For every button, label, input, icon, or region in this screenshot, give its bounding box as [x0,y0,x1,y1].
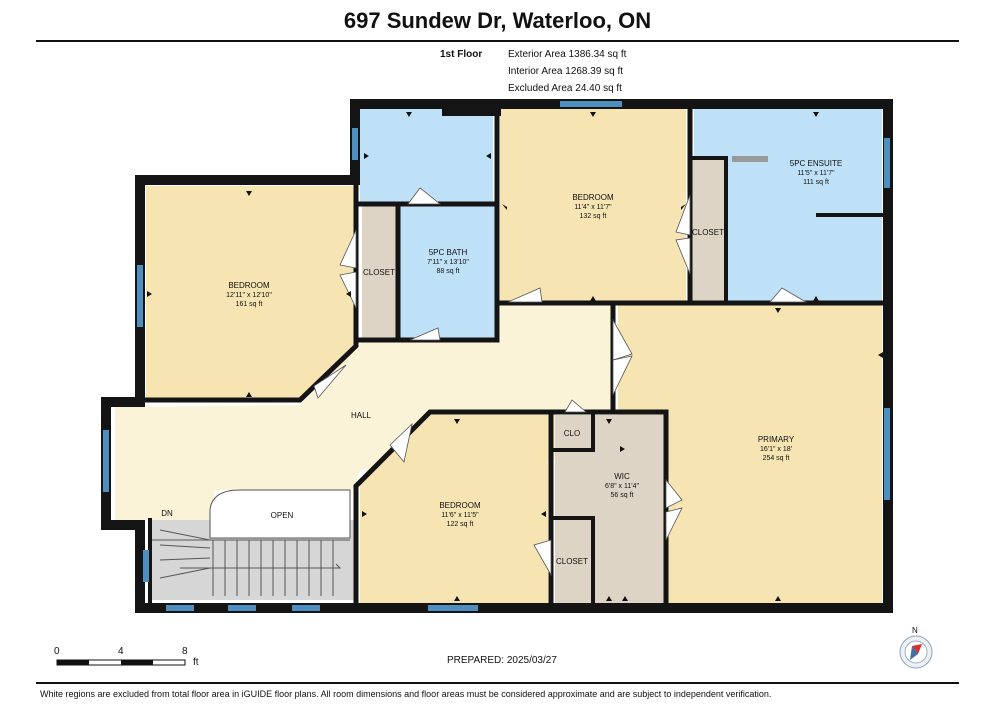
closet-3-fill [555,520,593,603]
exterior-area: Exterior Area 1386.34 sq ft [508,49,627,60]
bedroom-left-area: 161 sq ft [236,301,263,308]
bedroom-left-fill [146,186,355,398]
bedroom-bottom-area: 122 sq ft [447,521,474,528]
closet-1-label: CLOSET [363,268,395,277]
bath-fill [400,206,495,338]
doors [313,156,808,577]
bath-dims: 7'11" x 13'10" [427,259,469,266]
bedroom-left-name: BEDROOM [228,281,270,290]
primary-area: 254 sq ft [763,455,790,462]
wic-name: WIC [614,472,630,481]
down-stairs-label: DN [161,509,173,518]
room-labels: BEDROOM 12'11" x 12'10" 161 sq ft BEDROO… [161,159,842,566]
footer-divider [36,682,959,684]
footer-disclaimer: White regions are excluded from total fl… [40,689,772,699]
scale-tick-4: 4 [118,646,124,657]
interior-area: Interior Area 1268.39 sq ft [508,66,624,77]
wic-area: 56 sq ft [611,492,634,499]
scale-bar [56,659,186,666]
scale-tick-0: 0 [54,646,60,657]
hall-label: HALL [351,411,372,420]
wic-dims: 6'8" x 11'4" [605,483,639,490]
property-address-title: 697 Sundew Dr, Waterloo, ON [343,8,652,33]
bedroom-top-area: 132 sq ft [580,213,607,220]
bedroom-bottom-dims: 11'6" x 11'5" [441,512,479,519]
hall-fill [115,305,612,520]
closet-3-label: CLOSET [556,557,588,566]
windows [103,101,890,611]
stairs [150,529,350,596]
scale-unit: ft [193,657,199,668]
header-divider [36,40,959,42]
closet-2-fill [692,160,726,302]
excluded-area: Excluded Area 24.40 sq ft [508,83,622,94]
bedroom-left-dims: 12'11" x 12'10" [226,292,272,299]
closet-2-label: CLOSET [692,228,724,237]
open-area [209,489,351,539]
bath-area: 88 sq ft [437,268,460,275]
bedroom-top-fill [500,109,686,302]
room-fills [115,109,882,603]
primary-dims: 16'1" x 18' [760,446,792,453]
bedroom-bottom-fill [360,415,548,603]
primary-name: PRIMARY [758,435,795,444]
ensuite-dims: 11'5" x 11'7" [797,170,835,177]
compass-north-label: N [912,626,918,635]
closet-1-fill [362,206,396,338]
upper-bath-fill [360,109,493,202]
bedroom-top-name: BEDROOM [572,193,614,202]
floor-label: 1st Floor [440,49,483,60]
ensuite-area: 111 sq ft [803,179,829,186]
clo-fill [555,415,593,450]
compass-icon: N [899,626,933,669]
open-label: OPEN [271,511,294,520]
bedroom-bottom-name: BEDROOM [439,501,481,510]
bedroom-top-dims: 11'4" x 11'7" [574,204,612,211]
scale-tick-8: 8 [182,646,188,657]
clo-label: CLO [564,429,580,438]
prepared-date: PREPARED: 2025/03/27 [447,655,557,666]
ensuite-name: 5PC ENSUITE [790,159,842,168]
bath-name: 5PC BATH [429,248,468,257]
dimension-markers [147,112,883,601]
